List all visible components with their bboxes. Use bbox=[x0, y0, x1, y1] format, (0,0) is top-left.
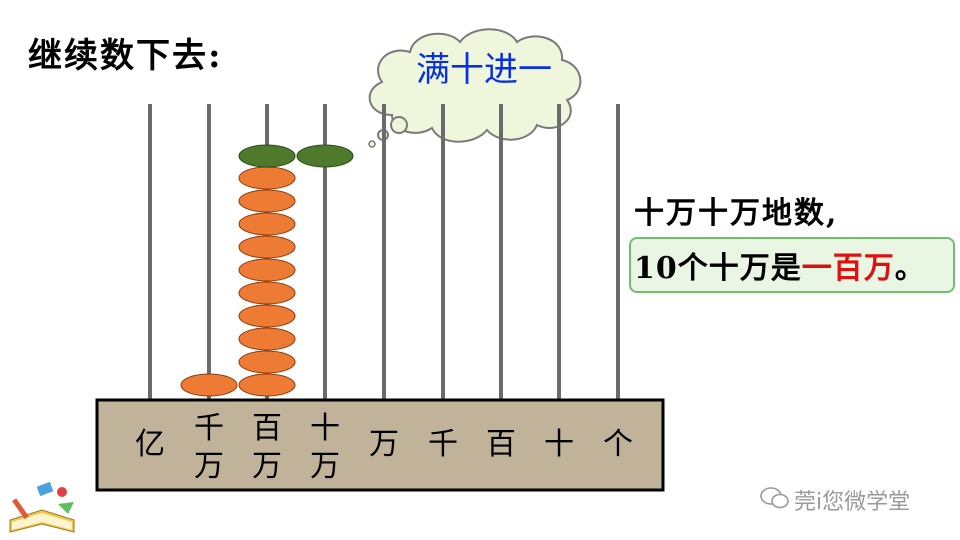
abacus-rod bbox=[499, 104, 503, 402]
place-label: 百万 bbox=[252, 411, 282, 484]
place-label: 亿 bbox=[135, 427, 165, 462]
explanation-box bbox=[629, 237, 955, 293]
thought-bubble-text: 满十进一 bbox=[416, 50, 552, 90]
abacus-bead bbox=[238, 258, 296, 282]
abacus-bead bbox=[238, 212, 296, 236]
explanation-highlight: 一百万 bbox=[801, 251, 895, 286]
abacus-bead bbox=[238, 350, 296, 374]
stationery-book-icon bbox=[9, 481, 75, 533]
abacus-carry-bead bbox=[238, 144, 296, 168]
abacus-rod bbox=[616, 104, 620, 402]
abacus-bead bbox=[238, 327, 296, 351]
abacus-rod bbox=[148, 104, 152, 402]
explanation-line2-suffix: 。 bbox=[894, 251, 926, 286]
page-heading: 继续数下去: bbox=[28, 36, 223, 76]
abacus-rod bbox=[323, 104, 327, 402]
abacus-bead bbox=[238, 189, 296, 213]
abacus-frame bbox=[95, 398, 665, 492]
explanation-line2: 10个十万是一百万。 bbox=[634, 243, 926, 287]
abacus-bead bbox=[180, 373, 238, 397]
abacus-carry-bead bbox=[296, 144, 354, 168]
abacus-rod bbox=[557, 104, 561, 402]
abacus-bead bbox=[238, 373, 296, 397]
place-label: 十 bbox=[544, 427, 574, 462]
place-label: 千万 bbox=[194, 411, 224, 484]
place-label: 万 bbox=[369, 427, 399, 462]
abacus-bead bbox=[238, 281, 296, 305]
watermark-text: 莞i您微学堂 bbox=[794, 490, 911, 515]
place-label: 千 bbox=[428, 427, 458, 462]
abacus-rod bbox=[441, 104, 445, 402]
abacus-rod bbox=[207, 104, 211, 402]
explanation-line2-prefix: 10个十万是 bbox=[634, 251, 802, 286]
place-label: 个 bbox=[603, 427, 633, 462]
abacus-rod bbox=[382, 104, 386, 402]
wechat-icon bbox=[760, 487, 789, 509]
abacus-bead bbox=[238, 166, 296, 190]
abacus-bead bbox=[238, 235, 296, 259]
place-label: 百 bbox=[486, 427, 516, 462]
place-label: 十万 bbox=[310, 411, 340, 484]
explanation-line1: 十万十万地数, bbox=[634, 196, 839, 231]
abacus-bead bbox=[238, 304, 296, 328]
